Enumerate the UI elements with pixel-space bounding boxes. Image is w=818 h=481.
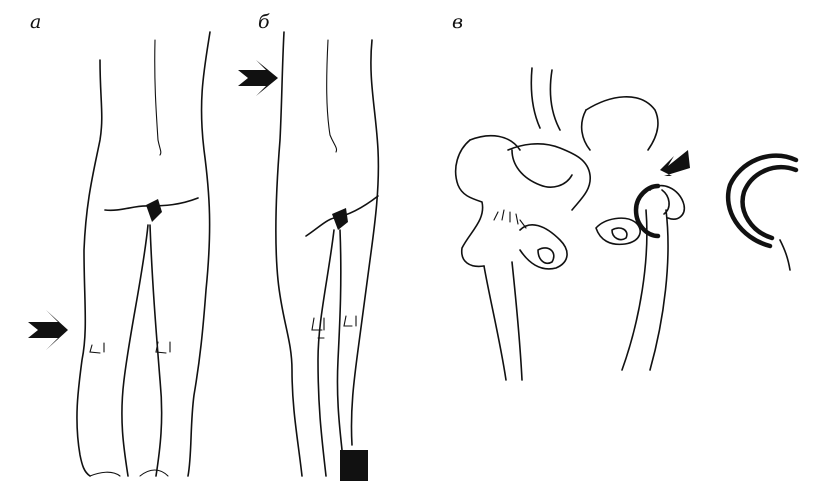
panel-a-label: а <box>30 11 41 33</box>
panel-b: б <box>238 11 378 481</box>
gluteal-cleft-mark <box>146 199 162 222</box>
hip-joint-highlight <box>636 186 669 236</box>
panel-c-arrow-icon <box>660 150 690 176</box>
panel-b-label: б <box>258 11 270 33</box>
gluteal-cleft-mark <box>332 208 348 230</box>
panel-a-arrow-icon <box>28 310 68 350</box>
panel-b-body-outline <box>276 32 379 476</box>
panel-a-body-outline <box>77 32 210 476</box>
panel-c-label: в <box>452 11 463 33</box>
acetabulum-detail-icon <box>728 156 796 270</box>
panel-c: в <box>452 11 796 380</box>
panel-a: а <box>28 11 210 476</box>
panel-b-arrow-icon <box>238 60 278 96</box>
shoe-lift-block <box>340 450 368 481</box>
pelvis-outline <box>456 68 685 380</box>
